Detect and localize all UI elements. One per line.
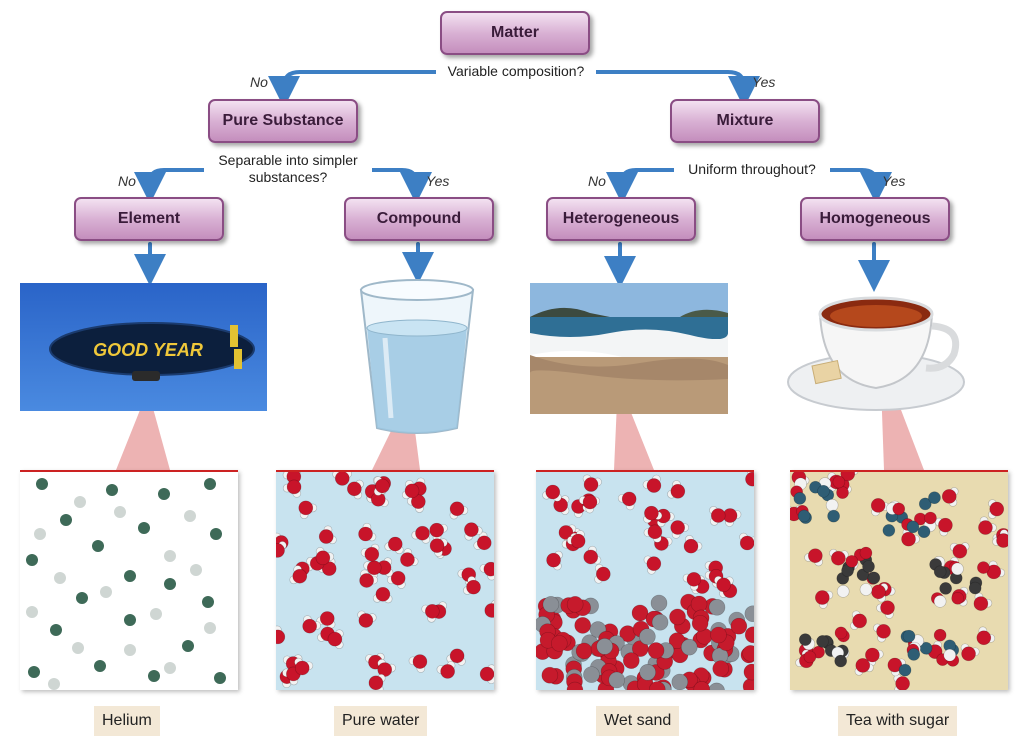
question-uniform: Uniform throughout? xyxy=(674,161,830,178)
label-yes-mixture: Yes xyxy=(752,74,776,90)
label-yes-compound: Yes xyxy=(426,173,450,189)
photo-tea-cup xyxy=(786,284,966,416)
node-matter: Matter xyxy=(440,11,590,55)
node-compound: Compound xyxy=(344,197,494,241)
node-element: Element xyxy=(74,197,224,241)
caption-wet-sand: Wet sand xyxy=(596,706,680,736)
molecular-view-helium xyxy=(20,470,238,690)
arrow-matter-to-mixture xyxy=(590,70,760,108)
caption-helium: Helium xyxy=(94,706,160,736)
molecular-view-wet-sand xyxy=(536,470,754,690)
photo-blimp: GOOD YEAR xyxy=(20,283,267,411)
caption-tea-with-sugar: Tea with sugar xyxy=(838,706,958,736)
molecular-view-tea xyxy=(790,470,1008,690)
arrow-matter-to-pure xyxy=(268,70,442,108)
arrow-mixture-to-homo xyxy=(820,168,892,204)
molecular-view-water xyxy=(276,470,494,690)
label-no-element: No xyxy=(118,173,136,189)
node-mixture: Mixture xyxy=(670,99,820,143)
node-homogeneous: Homogeneous xyxy=(800,197,950,241)
label-no-pure: No xyxy=(250,74,268,90)
arrow-pure-to-compound xyxy=(362,168,432,204)
node-heterogeneous: Heterogeneous xyxy=(546,197,696,241)
arrow-pure-to-element xyxy=(134,168,210,204)
callout-helium xyxy=(116,390,170,470)
caption-pure-water: Pure water xyxy=(334,706,428,736)
arrow-mixture-to-hetero xyxy=(606,168,676,204)
question-separable-line2: substances? xyxy=(248,169,328,185)
photo-beach xyxy=(530,283,728,414)
label-yes-homo: Yes xyxy=(882,173,906,189)
photo-water-glass xyxy=(355,278,479,438)
blimp-logo: GOOD YEAR xyxy=(93,340,203,360)
question-variable-composition: Variable composition? xyxy=(436,63,596,80)
question-separable: Separable into simpler substances? xyxy=(204,152,372,186)
question-separable-line1: Separable into simpler xyxy=(218,152,358,168)
node-pure-substance: Pure Substance xyxy=(208,99,358,143)
label-no-hetero: No xyxy=(588,173,606,189)
